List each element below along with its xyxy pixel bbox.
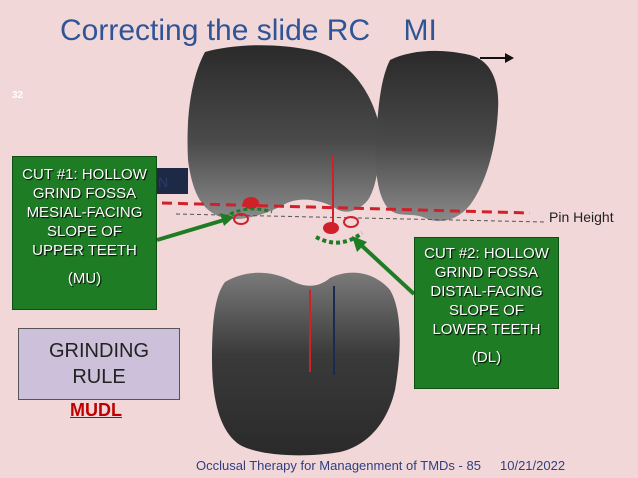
upper-tooth-right bbox=[375, 50, 499, 222]
pointer-arrow-1-head bbox=[220, 213, 234, 226]
cut2-box: CUT #2: HOLLOW GRIND FOSSA DISTAL-FACING… bbox=[414, 237, 559, 389]
slide-title: Correcting the slide RC MI bbox=[60, 14, 437, 47]
cut2-line: LOWER TEETH bbox=[432, 321, 541, 338]
grinding-rule-line: GRINDING bbox=[49, 340, 149, 362]
grind-arc-lower bbox=[315, 231, 364, 245]
arrow-right-head bbox=[505, 53, 514, 63]
pin-height-label: Pin Height bbox=[549, 209, 614, 225]
cut1-box: CUT #1: HOLLOW GRIND FOSSA MESIAL-FACING… bbox=[12, 156, 157, 310]
cut1-line: MESIAL-FACING bbox=[26, 204, 143, 221]
pin-height-dashed-line bbox=[161, 201, 531, 215]
contact-ring-2 bbox=[343, 216, 359, 228]
contact-dot-lower bbox=[323, 222, 339, 234]
pointer-arrow-2 bbox=[358, 242, 416, 296]
footer-date: 10/21/2022 bbox=[500, 458, 566, 473]
contact-dot-upper bbox=[243, 197, 259, 209]
cut2-code: (DL) bbox=[471, 349, 502, 366]
contact-ring-1 bbox=[233, 213, 249, 225]
reference-dashed-line bbox=[175, 213, 546, 223]
grinding-rule-line: RULE bbox=[72, 366, 126, 388]
upper-tooth-left bbox=[187, 45, 380, 220]
cut2-line: SLOPE OF bbox=[448, 302, 525, 319]
hidden-letter: N bbox=[158, 174, 169, 190]
cut1-line: SLOPE OF bbox=[46, 223, 123, 240]
lower-tooth bbox=[212, 272, 400, 456]
cut2-line: DISTAL-FACING bbox=[430, 283, 543, 300]
grind-arc-upper bbox=[229, 207, 273, 216]
cut2-line: CUT #2: HOLLOW bbox=[424, 245, 549, 262]
footer-text: Occlusal Therapy for Managenment of TMDs… bbox=[196, 458, 481, 473]
cut1-line: UPPER TEETH bbox=[32, 242, 137, 259]
mnemonic: MUDL bbox=[70, 400, 122, 420]
pointer-arrow-2-head bbox=[352, 236, 367, 252]
slide-number: 32 bbox=[12, 90, 24, 101]
cut1-line: CUT #1: HOLLOW bbox=[22, 166, 147, 183]
cut1-line: GRIND FOSSA bbox=[32, 185, 137, 202]
pointer-arrow-1 bbox=[156, 218, 225, 242]
cut2-line: GRIND FOSSA bbox=[434, 264, 539, 281]
grinding-rule-box: GRINDING RULE bbox=[18, 328, 180, 400]
cut1-code: (MU) bbox=[67, 270, 102, 287]
